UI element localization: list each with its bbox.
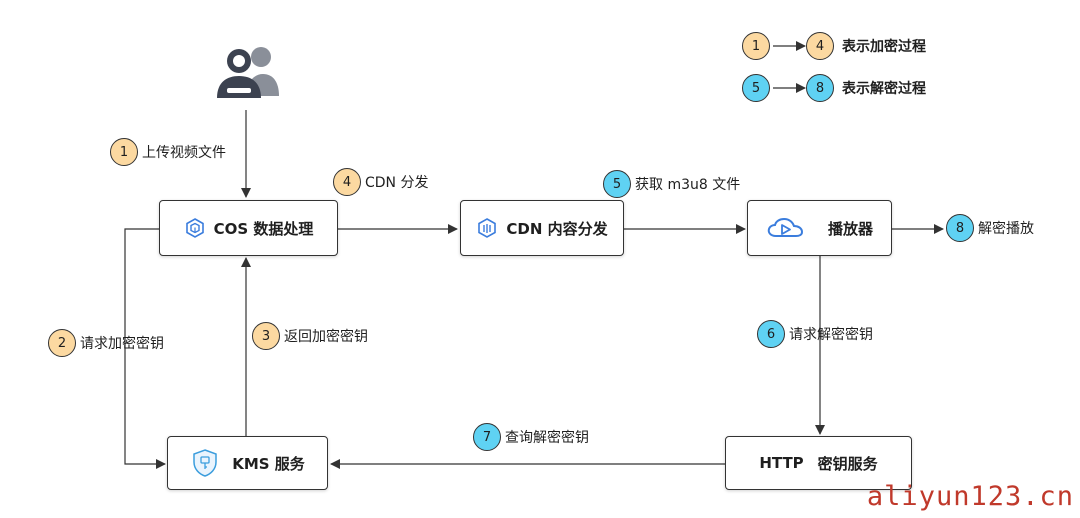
users-icon [215,44,281,100]
step-6-text: 请求解密密钥 [789,327,873,343]
legend-encrypt-from: 1 [742,32,770,60]
legend-decrypt-text: 表示解密过程 [842,81,926,97]
cos-node-label: COS 数据处理 [213,219,314,238]
step-5-badge: 5 [603,170,631,198]
step-8-text: 解密播放 [978,221,1034,237]
step-2-text: 请求加密密钥 [80,336,164,352]
step-4-badge: 4 [333,168,361,196]
kms-node-label: KMS 服务 [232,454,305,473]
arrow-cos-to-kms [124,228,166,469]
step-7: 7 查询解密密钥 [473,423,589,451]
cube-icon [184,217,206,239]
legend-decrypt: 5 8 表示解密过程 [742,74,926,102]
step-8-badge: 8 [946,214,974,242]
http-key-service-node: HTTP 密钥服务 [725,436,912,490]
cdn-cube-icon [476,217,498,239]
legend-encrypt: 1 4 表示加密过程 [742,32,926,60]
step-1-badge: 1 [110,138,138,166]
legend-decrypt-to: 8 [806,74,834,102]
step-3-badge: 3 [252,322,280,350]
step-6: 6 请求解密密钥 [757,320,873,348]
step-8: 8 解密播放 [946,214,1034,242]
step-3-text: 返回加密密钥 [284,329,368,345]
step-7-badge: 7 [473,423,501,451]
step-7-text: 查询解密密钥 [505,430,589,446]
step-4-text: CDN 分发 [365,175,429,191]
step-3: 3 返回加密密钥 [252,322,368,350]
cloud-play-icon [766,217,806,239]
step-6-badge: 6 [757,320,785,348]
step-2-badge: 2 [48,329,76,357]
player-node-label: 播放器 [827,219,873,238]
step-2: 2 请求加密密钥 [48,329,164,357]
cos-node: COS 数据处理 [159,200,338,256]
legend-decrypt-from: 5 [742,74,770,102]
player-node: 播放器 [747,200,892,256]
shield-key-icon [190,448,220,478]
watermark: aliyun123.cn [866,481,1074,512]
step-4: 4 CDN 分发 [333,168,428,196]
step-1-text: 上传视频文件 [142,145,226,161]
legend-encrypt-text: 表示加密过程 [842,39,926,55]
legend-encrypt-to: 4 [806,32,834,60]
http-node-label: 密钥服务 [817,454,878,473]
http-node-prefix: HTTP [759,454,804,472]
step-1: 1 上传视频文件 [110,138,226,166]
step-5-text: 获取 m3u8 文件 [635,177,741,193]
step-5: 5 获取 m3u8 文件 [603,170,740,198]
cdn-node-label: CDN 内容分发 [506,219,608,238]
cdn-node: CDN 内容分发 [460,200,624,256]
kms-node: KMS 服务 [167,436,328,490]
